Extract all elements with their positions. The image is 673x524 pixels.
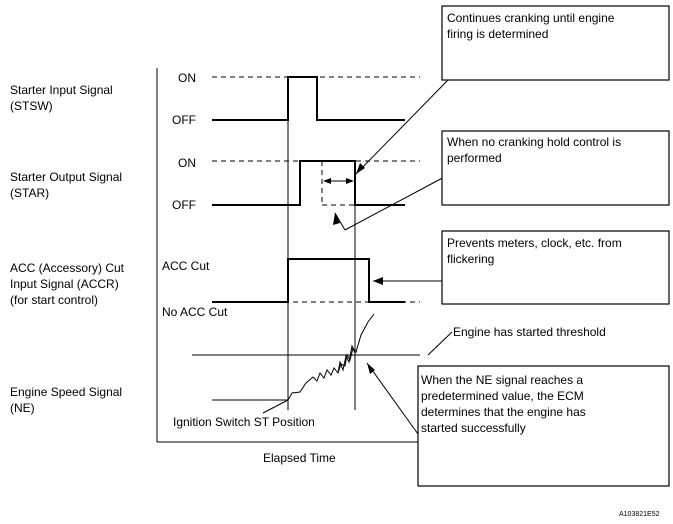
hold-leader-tail <box>334 212 346 231</box>
event-markers <box>192 77 420 414</box>
stsw-off-label: OFF <box>172 113 196 127</box>
star-off-label: OFF <box>172 198 196 212</box>
stsw-label-line1: Starter Input Signal <box>10 83 113 97</box>
accr-low-label: No ACC Cut <box>162 305 228 319</box>
accr-label-line2: Input Signal (ACCR) <box>10 277 119 291</box>
callout-cranking-line1: Continues cranking until engine <box>447 11 615 25</box>
callout-hold: When no cranking hold control is perform… <box>441 130 670 206</box>
hold-leader-arrowhead <box>333 213 340 225</box>
star-on-label: ON <box>178 156 196 170</box>
ne-zigzag-overlay <box>337 344 356 374</box>
ne-label-line1: Engine Speed Signal <box>10 385 122 399</box>
callout-ne-value-line2: predetermined value, the ECM <box>421 389 584 403</box>
signal-traces <box>212 76 405 401</box>
hold-leader <box>344 174 449 231</box>
callout-flicker-line1: Prevents meters, clock, etc. from <box>447 236 622 250</box>
threshold-leader <box>427 331 453 356</box>
threshold-annotation: Engine has started threshold <box>453 325 606 339</box>
callout-cranking-box <box>441 5 670 81</box>
level-labels: ON OFF ON OFF ACC Cut No ACC Cut <box>162 71 228 319</box>
figure-code: A103821E52 <box>619 511 660 518</box>
signal-names: Starter Input Signal (STSW) Starter Outp… <box>10 83 125 415</box>
ignition-annotation: Ignition Switch ST Position <box>173 415 315 429</box>
callout-flicker-line2: flickering <box>447 252 494 266</box>
cranking-leader <box>355 79 449 175</box>
star-label-line2: (STAR) <box>10 186 49 200</box>
accr-label-line1: ACC (Accessory) Cut <box>10 261 125 275</box>
accr-trace <box>212 258 405 303</box>
hold-arrow-right-head <box>346 178 354 184</box>
callout-ne-value-line4: started successfully <box>421 421 526 435</box>
callout-ne-value: When the NE signal reaches a predetermin… <box>417 365 670 487</box>
cranking-leader-arrowhead <box>356 163 365 174</box>
accr-high-label: ACC Cut <box>162 259 210 273</box>
ignition-leader <box>262 399 289 414</box>
axes: Elapsed Time <box>156 68 420 465</box>
callout-hold-line2: performed <box>447 151 502 165</box>
flicker-leader-arrowhead <box>373 277 383 285</box>
callout-flicker: Prevents meters, clock, etc. from flicke… <box>441 230 670 305</box>
x-axis-label: Elapsed Time <box>263 451 336 465</box>
stsw-on-label: ON <box>178 71 196 85</box>
accr-label-line3: (for start control) <box>10 293 98 307</box>
callout-cranking-line2: firing is determined <box>447 27 548 41</box>
ne-value-leader <box>366 362 419 435</box>
callout-flicker-box <box>441 230 670 305</box>
hold-period-indicator <box>323 178 354 184</box>
star-label-line1: Starter Output Signal <box>10 170 122 184</box>
star-trace <box>212 160 405 206</box>
ne-value-leader-arrowhead <box>367 363 375 374</box>
callout-cranking: Continues cranking until engine firing i… <box>441 5 670 81</box>
ne-label-line2: (NE) <box>10 401 35 415</box>
hold-arrow-left-head <box>323 178 331 184</box>
callout-hold-line1: When no cranking hold control is <box>447 135 621 149</box>
callout-ne-value-line1: When the NE signal reaches a <box>421 373 583 387</box>
stsw-label-line2: (STSW) <box>10 99 53 113</box>
callout-ne-value-line3: determines that the engine has <box>421 405 586 419</box>
callout-ne-value-box <box>417 365 670 487</box>
stsw-trace <box>212 76 405 121</box>
callout-hold-box <box>441 130 670 206</box>
callout-leaders <box>333 79 453 435</box>
